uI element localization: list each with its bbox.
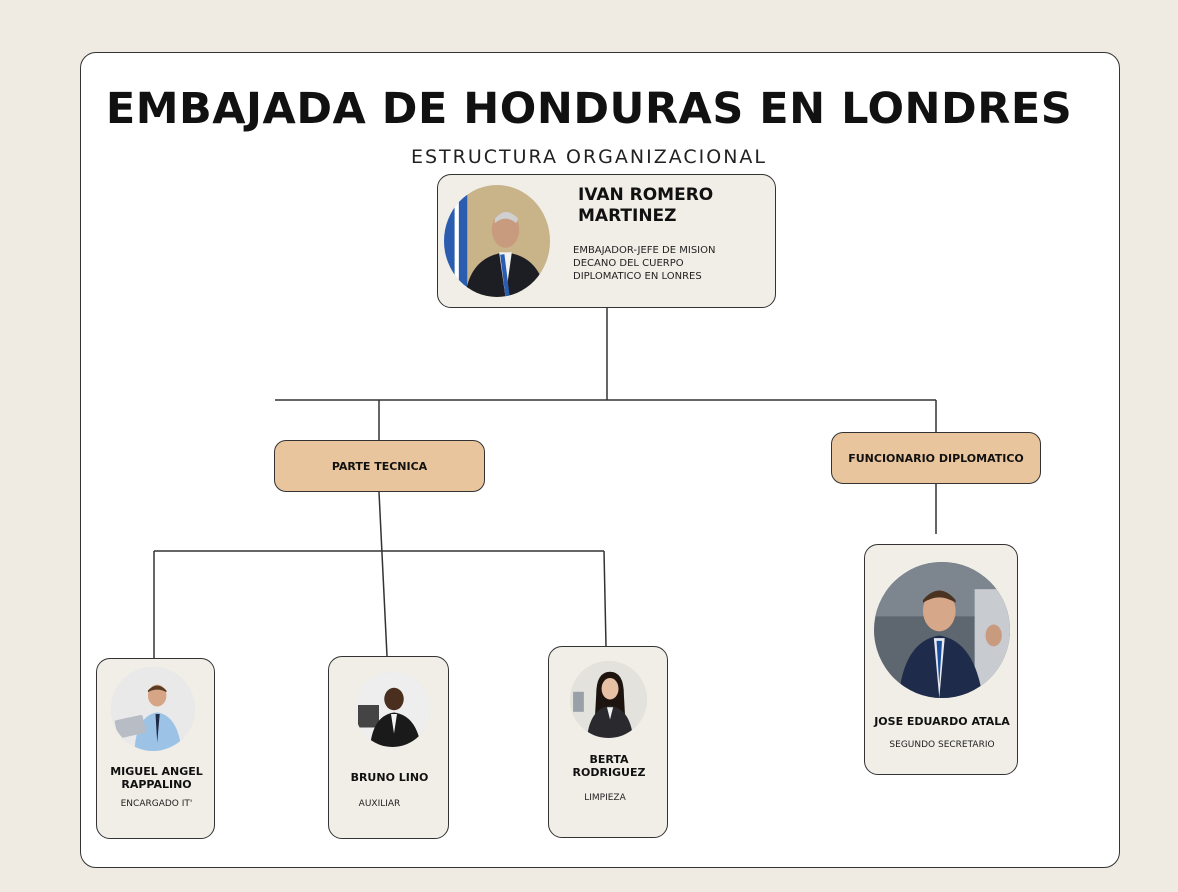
staff-role-miguel: ENCARGADO IT' — [120, 799, 193, 809]
staff-name-bruno: BRUNO LINO — [350, 771, 429, 784]
head-role-line3: DIPLOMATICO EN LONRES — [573, 271, 702, 282]
staff-name-berta-line1: BERTA — [589, 753, 629, 766]
staff-name-berta-line2: RODRIGUEZ — [572, 766, 646, 779]
avatar-berta — [570, 661, 647, 738]
avatar-bruno — [355, 672, 430, 747]
connector-technical-to-bruno — [378, 491, 388, 657]
staff-card-jose: JOSE EDUARDO ATALA SEGUNDO SECRETARIO — [864, 544, 1018, 775]
staff-role-bruno: AUXILIAR — [358, 799, 401, 809]
staff-card-bruno: BRUNO LINO AUXILIAR — [328, 656, 449, 839]
staff-name-jose: JOSE EDUARDO ATALA — [874, 715, 1010, 728]
page-title: EMBAJADA DE HONDURAS EN LONDRES — [105, 84, 1073, 134]
staff-role-berta: LIMPIEZA — [584, 793, 626, 803]
staff-role-jose: SEGUNDO SECRETARIO — [889, 740, 995, 750]
head-name-line1: IVAN ROMERO — [578, 185, 714, 205]
avatar-jose — [874, 562, 1010, 698]
head-card: IVAN ROMERO MARTINEZ EMBAJADOR-JEFE DE M… — [437, 174, 776, 308]
avatar-miguel — [111, 667, 195, 751]
staff-card-berta: BERTA RODRIGUEZ LIMPIEZA — [548, 646, 668, 838]
connector-to-berta — [603, 550, 607, 647]
department-technical: PARTE TECNICA — [274, 440, 485, 492]
staff-name-miguel-line1: MIGUEL ANGEL — [110, 765, 203, 778]
head-role-line1: EMBAJADOR-JEFE DE MISION — [573, 245, 716, 256]
page-subtitle: ESTRUCTURA ORGANIZACIONAL — [410, 146, 768, 168]
department-diplomatic: FUNCIONARIO DIPLOMATICO — [831, 432, 1041, 484]
head-name-line2: MARTINEZ — [578, 206, 677, 226]
head-role-line2: DECANO DEL CUERPO — [573, 258, 684, 269]
avatar-ambassador — [444, 185, 550, 297]
staff-name-miguel-line2: RAPPALINO — [121, 778, 192, 791]
staff-card-miguel: MIGUEL ANGEL RAPPALINO ENCARGADO IT' — [96, 658, 215, 839]
